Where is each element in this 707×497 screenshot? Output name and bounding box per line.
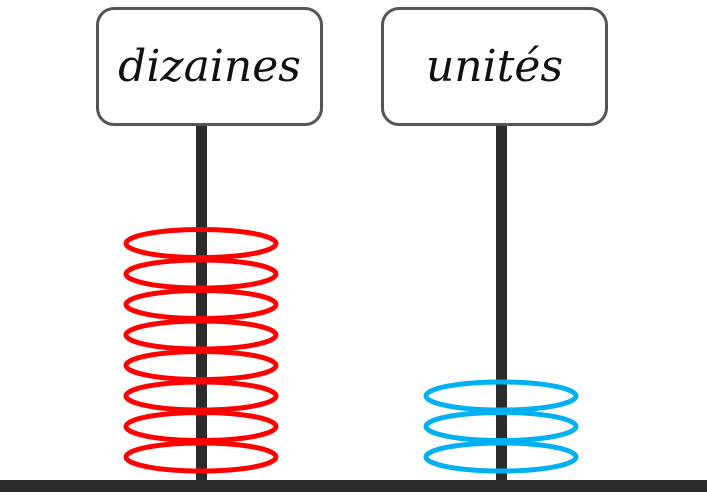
ring-dizaines bbox=[123, 227, 279, 260]
label-box-dizaines: dizaines bbox=[96, 7, 323, 126]
rings-dizaines bbox=[123, 227, 279, 474]
ring-unites bbox=[423, 379, 579, 413]
abacus-base bbox=[0, 480, 707, 492]
rings-unites bbox=[423, 379, 579, 474]
label-unites: unités bbox=[425, 40, 564, 92]
label-dizaines: dizaines bbox=[118, 40, 301, 92]
label-box-unites: unités bbox=[381, 7, 608, 126]
rod-unites bbox=[496, 124, 507, 484]
rod-dizaines bbox=[196, 124, 207, 484]
